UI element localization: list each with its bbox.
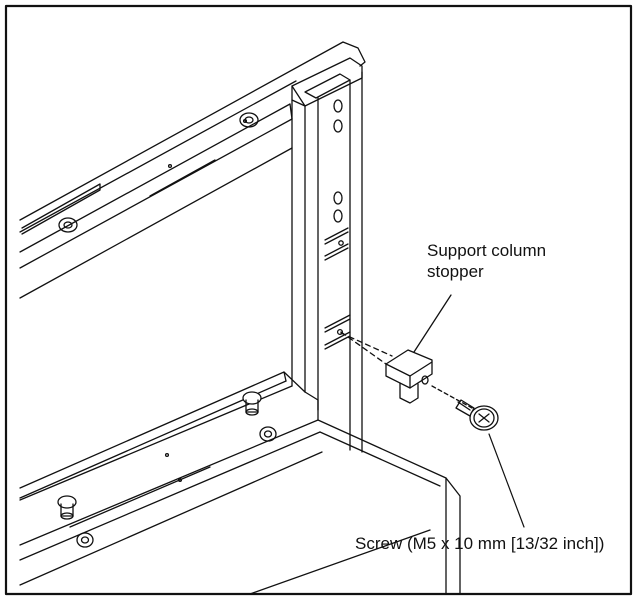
bottom-rail-screw-2 (76, 532, 94, 548)
support-column-stopper-label-line2: stopper (427, 262, 484, 281)
stopper-leader-line (413, 294, 452, 353)
top-rail (19, 41, 366, 299)
top-rail-screw-1 (58, 217, 78, 233)
support-column-stopper (385, 349, 433, 404)
support-column-stopper-label-line1: Support column (427, 241, 547, 260)
figure-border (4, 4, 633, 596)
support-column-stopper-label: Support column stopper (427, 240, 546, 282)
bottom-rail-pin-2 (57, 495, 77, 520)
top-rail-screw-2 (239, 112, 259, 128)
bottom-rail-screw-1 (259, 426, 277, 442)
support-column (291, 57, 363, 453)
bottom-rail-pin-1 (242, 391, 262, 416)
screw-leader-line (488, 433, 525, 528)
bottom-rail (19, 371, 323, 586)
base-panel (249, 419, 461, 595)
alignment-dashed-line (340, 331, 387, 365)
screw-label: Screw (M5 x 10 mm [13/32 inch]) (355, 534, 605, 553)
screw-part (431, 385, 499, 431)
